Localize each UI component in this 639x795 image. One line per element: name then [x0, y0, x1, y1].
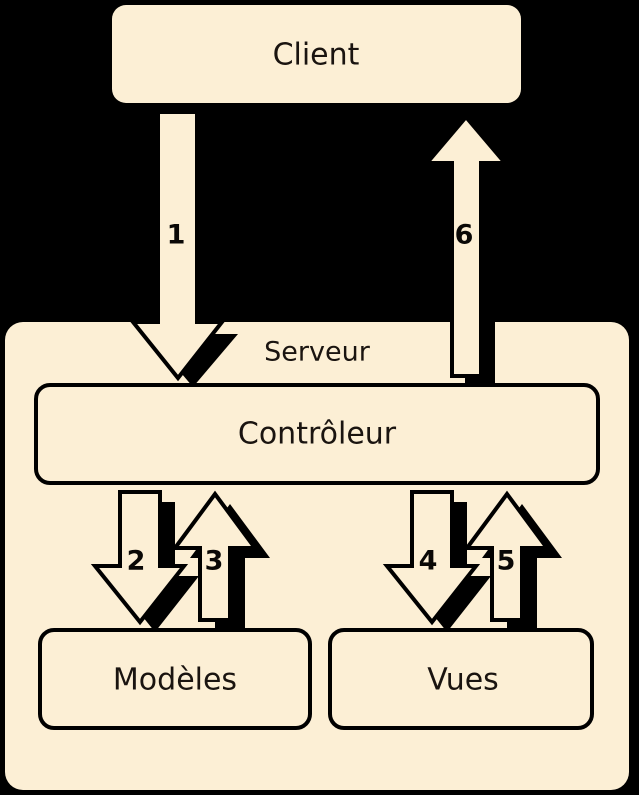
arrow-1-body — [128, 110, 227, 382]
arrow-4-body — [382, 490, 481, 626]
arrow-1[interactable]: 1 — [128, 110, 238, 387]
arrow-5-label: 5 — [497, 546, 516, 577]
arrow-3[interactable]: 3 — [171, 490, 270, 630]
controleur-box[interactable] — [34, 383, 600, 485]
arrow-1-label: 1 — [167, 220, 186, 251]
arrow-4[interactable]: 4 — [382, 490, 491, 632]
arrow-3-label: 3 — [205, 546, 224, 577]
arrow-3-body — [171, 490, 259, 622]
vues-box[interactable] — [328, 628, 594, 730]
arrow-2-body — [90, 490, 189, 626]
arrow-2[interactable]: 2 — [90, 490, 199, 632]
arrow-6[interactable]: 6 — [422, 113, 520, 389]
client-box[interactable] — [112, 5, 521, 103]
arrow-6-label: 6 — [455, 220, 474, 251]
arrow-4-label: 4 — [419, 546, 438, 577]
modeles-label: Modèles — [113, 663, 237, 698]
controleur-label: Contrôleur — [238, 417, 397, 452]
client-label: Client — [273, 38, 360, 73]
modeles-box[interactable] — [38, 628, 312, 730]
arrow-5-body — [463, 490, 551, 622]
serveur-label: Serveur — [264, 337, 371, 368]
arrow-6-body — [422, 113, 510, 378]
arrow-5[interactable]: 5 — [463, 490, 562, 630]
vues-label: Vues — [427, 663, 499, 698]
arrow-2-label: 2 — [127, 546, 146, 577]
